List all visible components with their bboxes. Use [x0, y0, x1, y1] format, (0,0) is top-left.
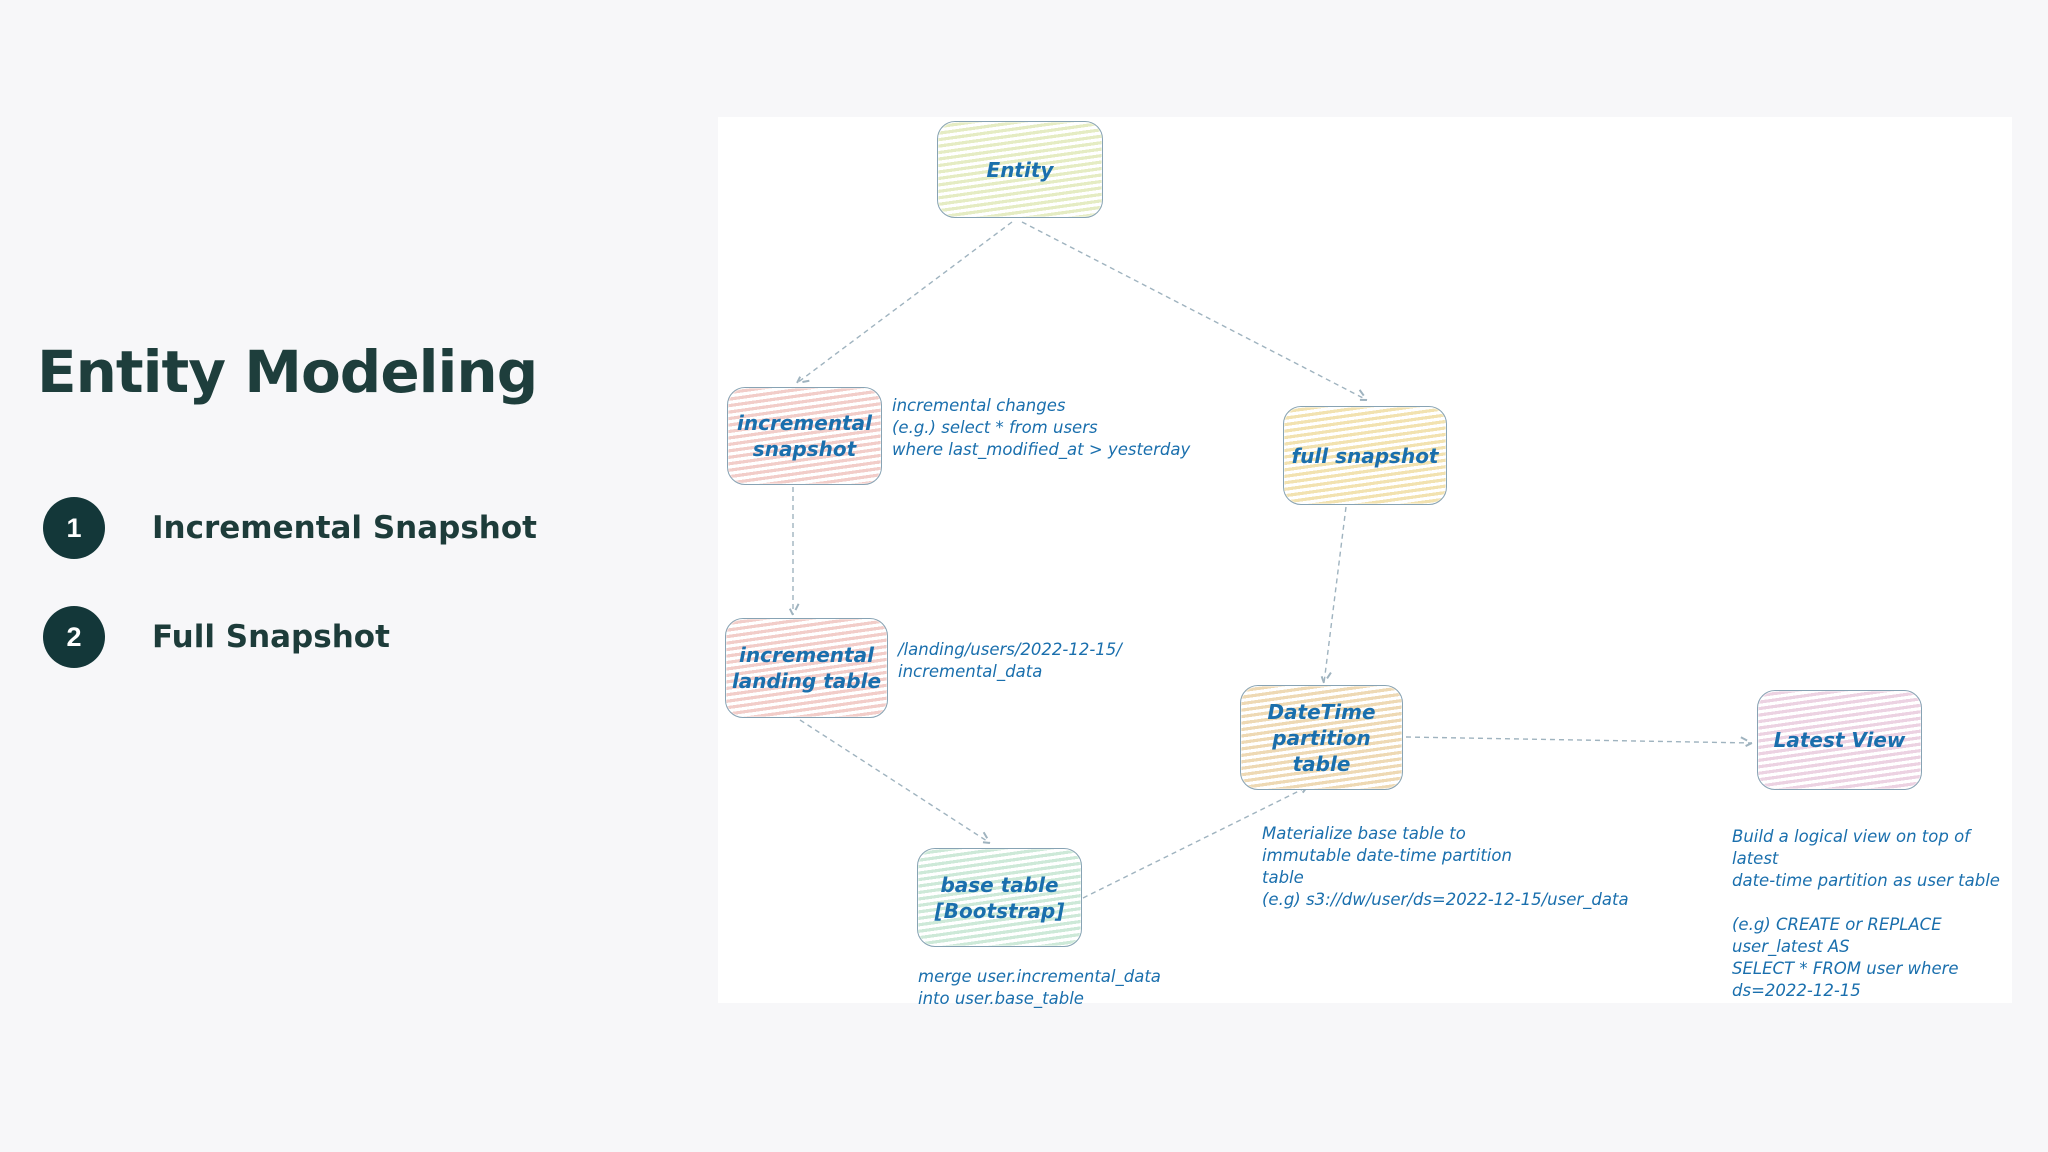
arrow-landing-table-to-base-table: [799, 719, 990, 843]
node-full-snapshot: full snapshot: [1283, 406, 1447, 505]
note-landing-path: /landing/users/2022-12-15/ incremental_d…: [898, 640, 1122, 681]
arrow-datetime-table-to-latest-view: [1405, 737, 1752, 743]
arrow-entity-to-full-snapshot: [1021, 221, 1367, 400]
node-base-table: base table [Bootstrap]: [917, 848, 1082, 947]
note-materialize: Materialize base table to immutable date…: [1262, 824, 1629, 909]
connector-layer: [718, 221, 2012, 899]
page-title: Entity Modeling: [37, 338, 538, 406]
note-merge: merge user.incremental_data into user.ba…: [918, 967, 1161, 1008]
note-incremental-changes: incremental changes (e.g.) select * from…: [892, 396, 1191, 459]
node-incremental-snapshot: incremental snapshot: [727, 387, 882, 485]
arrow-entity-to-incremental-snapshot: [797, 221, 1013, 383]
item-number-badge: 2: [43, 606, 105, 668]
note-latest-view: Build a logical view on top of latest da…: [1732, 827, 2000, 1000]
arrow-base-table-to-datetime-table: [1082, 787, 1307, 899]
list-item: 2 Full Snapshot: [43, 606, 390, 668]
arrow-full-snapshot-to-datetime-table: [1324, 506, 1347, 683]
diagram-canvas: Entity incremental snapshot full snapsho…: [718, 117, 2012, 1008]
item-number-badge: 1: [43, 497, 105, 559]
list-item-label: Incremental Snapshot: [152, 510, 537, 546]
list-item-label: Full Snapshot: [152, 619, 390, 655]
node-entity: Entity: [937, 121, 1103, 218]
list-item: 1 Incremental Snapshot: [43, 497, 537, 559]
node-latest-view: Latest View: [1757, 690, 1922, 790]
node-incremental-landing-table: incremental landing table: [725, 618, 888, 718]
node-datetime-partition-table: DateTime partition table: [1240, 685, 1403, 790]
